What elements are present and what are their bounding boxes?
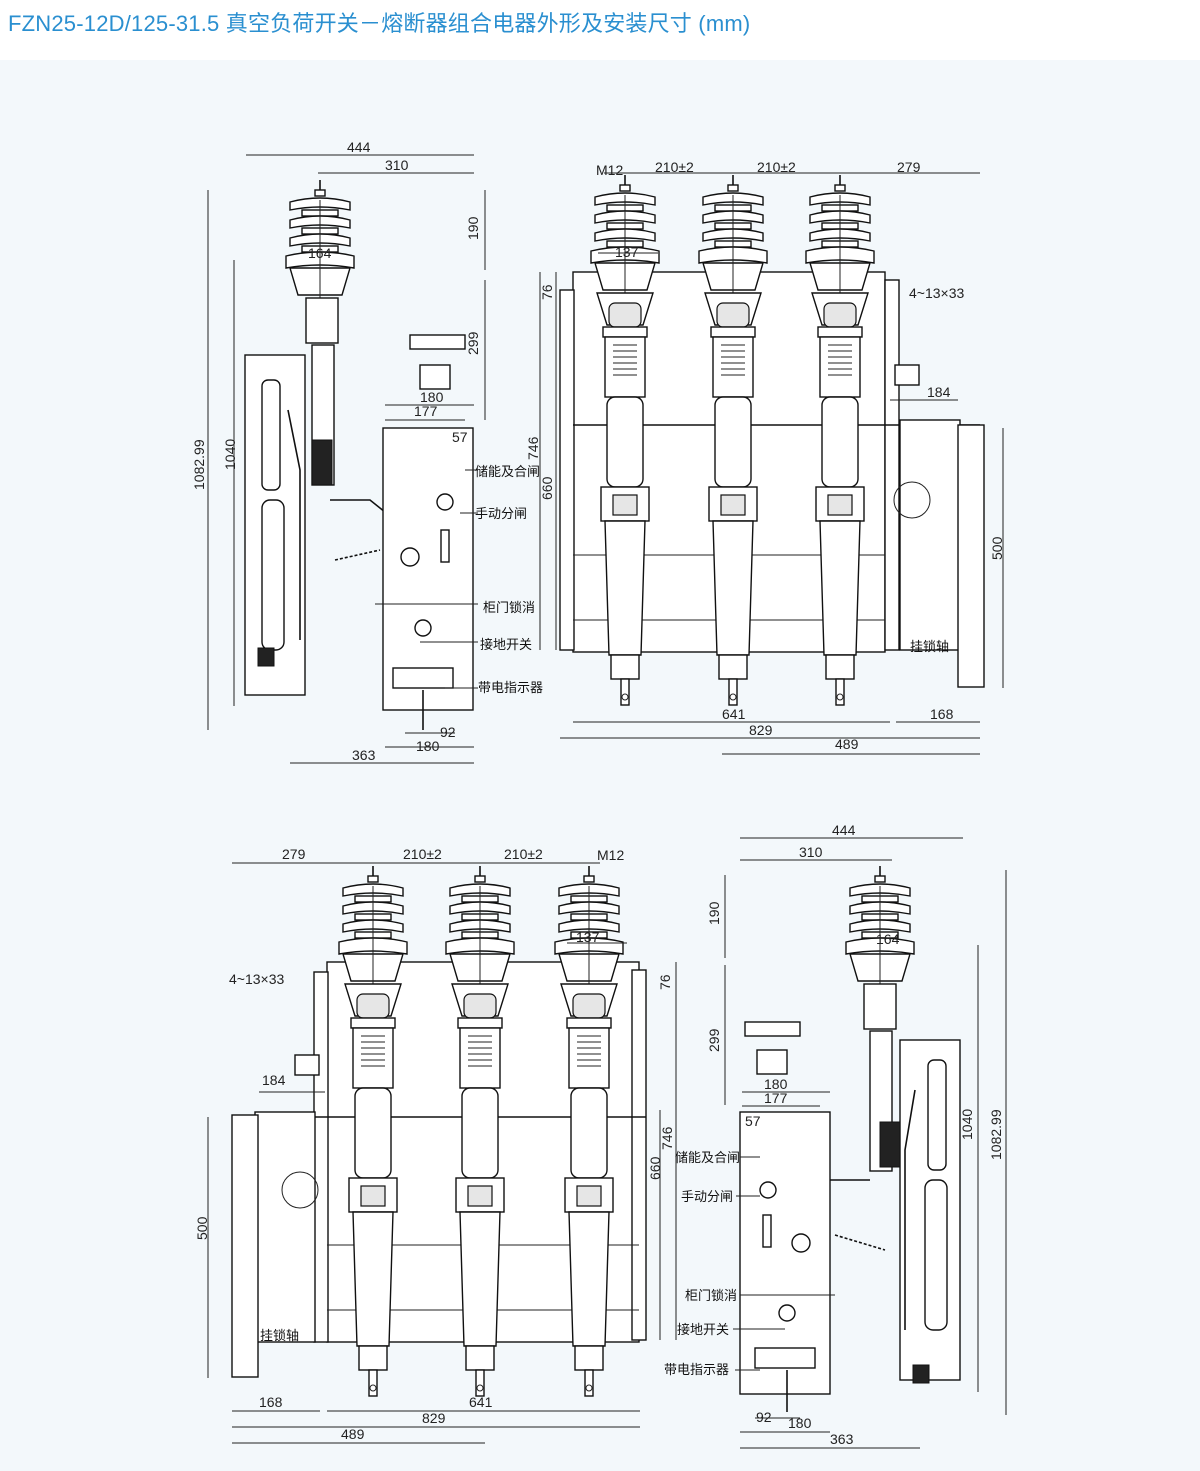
dim-299: 299 — [465, 331, 481, 355]
dim-57: 57 — [745, 1113, 761, 1129]
dim-1082: 1082.99 — [988, 1109, 1004, 1160]
dim-180-top: 180 — [764, 1076, 788, 1092]
dim-299: 299 — [706, 1028, 722, 1052]
front-view-left: 279 210±2 210±2 M12 137 4~13×33 76 184 7… — [194, 846, 677, 1444]
label-charge-close: 储能及合闸 — [475, 465, 540, 480]
dim-180-bottom: 180 — [788, 1415, 812, 1431]
technical-drawing: 444 310 190 164 299 180 177 57 1040 1082… — [191, 139, 1007, 1449]
dim-1040: 1040 — [959, 1109, 975, 1140]
dim-363: 363 — [830, 1431, 854, 1447]
dim-76: 76 — [657, 974, 673, 990]
page-title: FZN25-12D/125-31.5 真空负荷开关－熔断器组合电器外形及安装尺寸… — [8, 11, 751, 36]
dim-177: 177 — [414, 403, 438, 419]
dim-168: 168 — [259, 1394, 283, 1410]
dim-190: 190 — [465, 216, 481, 240]
label-manual-open: 手动分闸 — [681, 1190, 733, 1205]
dim-76: 76 — [539, 284, 555, 300]
label-live-indicator: 带电指示器 — [664, 1363, 729, 1378]
label-lock-shaft: 挂锁轴 — [910, 639, 949, 655]
label-earth-switch: 接地开关 — [480, 637, 532, 653]
dim-1082: 1082.99 — [191, 439, 207, 490]
dim-500: 500 — [194, 1216, 210, 1240]
dim-180-top: 180 — [420, 389, 444, 405]
dim-500: 500 — [989, 536, 1005, 560]
dim-1040: 1040 — [222, 439, 238, 470]
side-view-left: 444 310 190 164 299 180 177 57 1040 1082… — [191, 139, 543, 764]
dim-210-a: 210±2 — [655, 159, 694, 175]
dim-190: 190 — [706, 901, 722, 925]
dim-168: 168 — [930, 706, 954, 722]
label-charge-close: 储能及合闸 — [675, 1151, 740, 1166]
label-live-indicator: 带电指示器 — [478, 681, 543, 696]
label-door-lock: 柜门锁消 — [483, 600, 535, 616]
dim-92: 92 — [440, 724, 456, 740]
dim-660: 660 — [647, 1156, 663, 1180]
dim-m12: M12 — [596, 162, 623, 178]
dim-177: 177 — [764, 1090, 788, 1106]
dim-164: 164 — [308, 245, 332, 261]
dim-164: 164 — [876, 931, 900, 947]
dim-660: 660 — [539, 476, 555, 500]
front-view-right: M12 210±2 210±2 279 137 76 4~13×33 184 7… — [525, 159, 1005, 755]
dim-641: 641 — [722, 706, 746, 722]
dim-137: 137 — [615, 244, 639, 260]
dim-829: 829 — [422, 1410, 446, 1426]
dim-310: 310 — [385, 157, 409, 173]
dim-829: 829 — [749, 722, 773, 738]
dim-holes: 4~13×33 — [229, 971, 284, 987]
dim-m12: M12 — [597, 847, 624, 863]
dim-57: 57 — [452, 429, 468, 445]
dim-444: 444 — [347, 139, 371, 155]
dim-641: 641 — [469, 1394, 493, 1410]
label-lock-shaft: 挂锁轴 — [260, 1328, 299, 1344]
dim-210-b: 210±2 — [757, 159, 796, 175]
dim-444: 444 — [832, 822, 856, 838]
dim-holes: 4~13×33 — [909, 285, 964, 301]
dim-363: 363 — [352, 747, 376, 763]
dim-279: 279 — [282, 846, 306, 862]
dim-746: 746 — [659, 1126, 675, 1150]
dim-180-bottom: 180 — [416, 738, 440, 754]
dim-489: 489 — [835, 736, 859, 752]
dim-310: 310 — [799, 844, 823, 860]
dim-210-b: 210±2 — [504, 846, 543, 862]
side-view-right: 444 310 190 164 299 180 177 57 1040 1082… — [664, 822, 1007, 1449]
label-earth-switch: 接地开关 — [677, 1322, 729, 1338]
dim-210-a: 210±2 — [403, 846, 442, 862]
dim-184: 184 — [927, 384, 951, 400]
dim-746: 746 — [525, 436, 541, 460]
label-door-lock: 柜门锁消 — [685, 1288, 737, 1304]
dim-184: 184 — [262, 1072, 286, 1088]
dim-92: 92 — [756, 1409, 772, 1425]
dim-137: 137 — [576, 929, 600, 945]
dim-279: 279 — [897, 159, 921, 175]
label-manual-open: 手动分闸 — [475, 507, 527, 522]
dim-489: 489 — [341, 1426, 365, 1442]
